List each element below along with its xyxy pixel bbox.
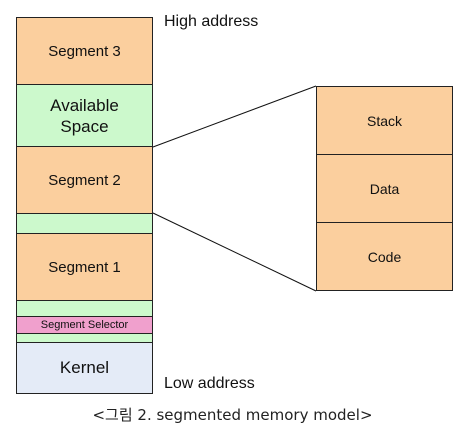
kernel-block: Kernel [16, 342, 153, 394]
data-block: Data [316, 154, 453, 223]
upper-connector-line [152, 85, 317, 148]
high-address-label: High address [164, 13, 259, 30]
kernel-label: Kernel [59, 358, 110, 377]
code-label: Code [367, 248, 402, 265]
segment-3-label: Segment 3 [48, 42, 121, 60]
segment-2-label: Segment 2 [48, 171, 121, 189]
available-space-label: Available Space [50, 95, 119, 136]
low-address-label: Low address [164, 375, 255, 392]
segment-selector-block: Segment Selector [16, 316, 153, 334]
code-block: Code [316, 222, 453, 291]
figure-caption: <그림 2. segmented memory model> [92, 406, 373, 424]
data-label: Data [369, 180, 400, 197]
lower-connector-line [152, 212, 317, 292]
segment-1-block: Segment 1 [16, 233, 153, 301]
stack-label: Stack [366, 112, 402, 129]
available-space-block: Available Space [16, 84, 153, 147]
segment-1-label: Segment 1 [48, 258, 121, 276]
segment-3-block: Segment 3 [16, 17, 153, 85]
stack-block: Stack [316, 86, 453, 155]
segment-selector-label: Segment Selector [40, 319, 129, 331]
